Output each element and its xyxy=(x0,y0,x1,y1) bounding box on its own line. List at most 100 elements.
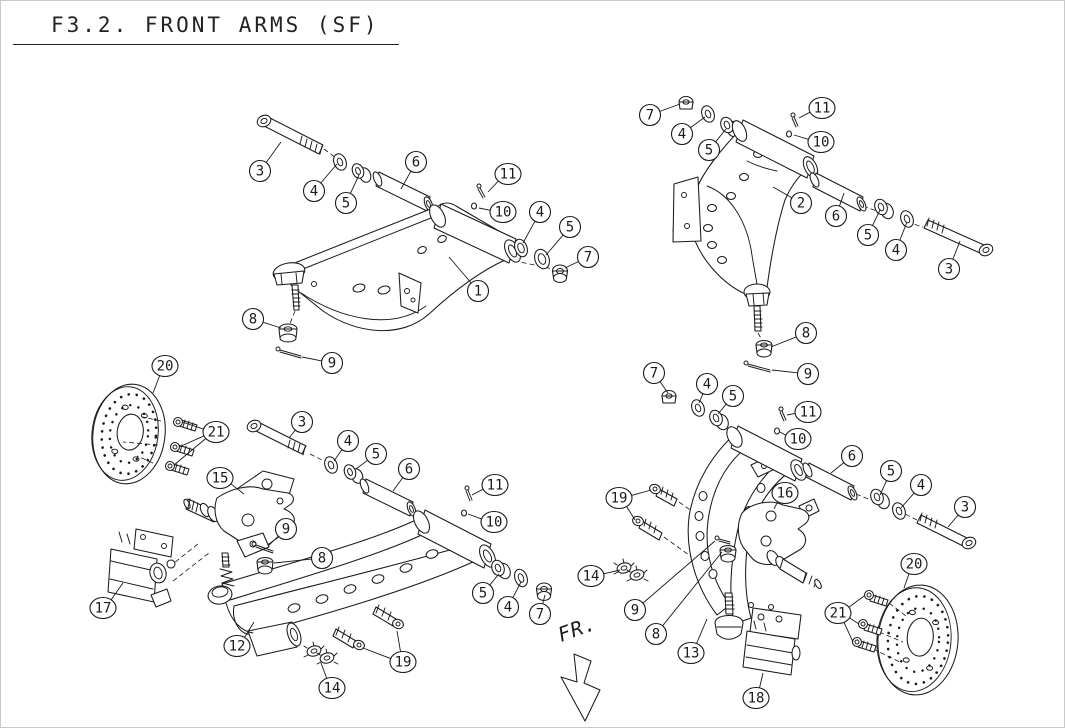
lock-washers xyxy=(303,641,339,665)
svg-text:19: 19 xyxy=(611,491,628,507)
pivot-bolt xyxy=(923,217,994,257)
callout-4-upper-left: 4 xyxy=(302,163,338,203)
callout-20-lower-left: 20 xyxy=(151,354,179,394)
callout-4-upper-left: 4 xyxy=(522,200,552,244)
grease-pin xyxy=(460,509,468,517)
callout-7-lower-left: 7 xyxy=(528,594,552,626)
assembly-lower-right-arm-13 xyxy=(613,389,977,696)
callout-3-lower-left: 3 xyxy=(288,410,314,439)
callout-3-lower-right: 3 xyxy=(947,495,977,528)
svg-text:16: 16 xyxy=(777,486,794,502)
flange-nut xyxy=(755,339,773,358)
callout-2-upper-right: 2 xyxy=(772,186,813,215)
callout-11-lower-left: 11 xyxy=(471,473,509,497)
ball-joint xyxy=(743,283,771,332)
cotter-pin xyxy=(743,360,771,373)
brake-disc xyxy=(91,383,166,485)
callout-5-lower-left: 5 xyxy=(471,573,500,605)
front-arrow-icon xyxy=(560,653,601,722)
callout-5-upper-right: 5 xyxy=(697,128,727,162)
callout-7-upper-left: 7 xyxy=(564,245,600,269)
title-underline xyxy=(13,44,399,45)
svg-text:8: 8 xyxy=(802,326,810,342)
shock-bracket xyxy=(398,272,422,314)
steering-knuckle xyxy=(737,498,822,590)
spacer-sleeve xyxy=(809,172,867,212)
callout-12-lower-left: 12 xyxy=(223,621,255,658)
svg-text:5: 5 xyxy=(566,220,574,236)
callout-20-lower-right: 20 xyxy=(900,552,928,589)
svg-text:10: 10 xyxy=(813,135,830,151)
svg-text:9: 9 xyxy=(631,603,639,619)
svg-text:4: 4 xyxy=(678,127,686,143)
grease-pin xyxy=(470,202,478,210)
svg-text:9: 9 xyxy=(282,522,290,538)
pivot-bolt xyxy=(246,419,307,456)
callout-9-upper-left: 9 xyxy=(301,351,344,375)
grease-screw xyxy=(470,183,486,210)
arm-bolts xyxy=(632,483,678,541)
callout-8-upper-left: 8 xyxy=(241,307,282,331)
svg-text:8: 8 xyxy=(249,312,257,328)
svg-text:12: 12 xyxy=(229,639,246,655)
svg-text:3: 3 xyxy=(256,164,264,180)
callout-6-lower-left: 6 xyxy=(392,457,421,492)
disc-bolts xyxy=(851,589,907,663)
svg-text:7: 7 xyxy=(536,607,544,623)
callout-5-upper-right: 5 xyxy=(856,209,881,247)
spacer-sleeve xyxy=(372,171,434,212)
callout-5-lower-right: 5 xyxy=(879,459,903,496)
callout-9-lower-left: 9 xyxy=(267,517,298,547)
bushing xyxy=(709,409,729,431)
svg-text:15: 15 xyxy=(212,471,229,487)
callout-8-upper-right: 8 xyxy=(770,321,818,348)
grease-screw xyxy=(460,485,473,517)
svg-text:19: 19 xyxy=(395,655,412,671)
pivot-bolt xyxy=(256,114,324,155)
ball-joint-stud xyxy=(207,552,235,605)
outer-washer-bushing-nut xyxy=(514,238,569,284)
flange-nut xyxy=(719,544,737,563)
ball-joint xyxy=(272,262,306,311)
brake-caliper xyxy=(107,528,176,608)
callout-21-lower-right: 21 xyxy=(824,595,865,643)
callout-7-lower-right: 7 xyxy=(642,361,669,394)
fr-label: FR. xyxy=(555,611,600,647)
callout-6-upper-left: 6 xyxy=(400,150,428,190)
svg-text:10: 10 xyxy=(790,432,807,448)
svg-text:6: 6 xyxy=(848,449,856,465)
outer-bushing-washer xyxy=(874,198,914,228)
svg-text:3: 3 xyxy=(945,262,953,278)
svg-text:4: 4 xyxy=(892,243,900,259)
cotter-pin xyxy=(275,346,302,359)
assembly-lower-left-arm-12 xyxy=(91,383,553,665)
page-title: F3.2. FRONT ARMS (SF) xyxy=(51,13,380,37)
grease-pin xyxy=(785,130,793,138)
grease-pin xyxy=(773,427,781,435)
lock-washers xyxy=(613,558,649,582)
nut xyxy=(661,389,677,404)
callout-21-lower-left: 21 xyxy=(173,420,230,466)
front-direction-indicator: FR. xyxy=(555,611,601,722)
svg-text:5: 5 xyxy=(372,447,380,463)
callout-18-lower-right: 18 xyxy=(742,672,770,710)
mount-bracket xyxy=(672,176,702,243)
svg-text:5: 5 xyxy=(887,464,895,480)
cotter-pin xyxy=(251,541,274,554)
svg-text:5: 5 xyxy=(479,586,487,602)
svg-text:4: 4 xyxy=(504,600,512,616)
washer xyxy=(701,105,715,123)
callout-4-upper-right: 4 xyxy=(884,221,908,262)
callout-5-lower-right: 5 xyxy=(717,384,745,415)
svg-text:10: 10 xyxy=(495,205,512,221)
svg-text:21: 21 xyxy=(830,606,847,622)
svg-text:14: 14 xyxy=(324,681,341,697)
callout-5-lower-left: 5 xyxy=(355,442,388,470)
spacer-sleeve xyxy=(802,462,858,501)
callout-5-upper-left: 5 xyxy=(334,174,360,215)
svg-text:20: 20 xyxy=(906,557,923,573)
callout-19-lower-left: 19 xyxy=(362,630,417,674)
